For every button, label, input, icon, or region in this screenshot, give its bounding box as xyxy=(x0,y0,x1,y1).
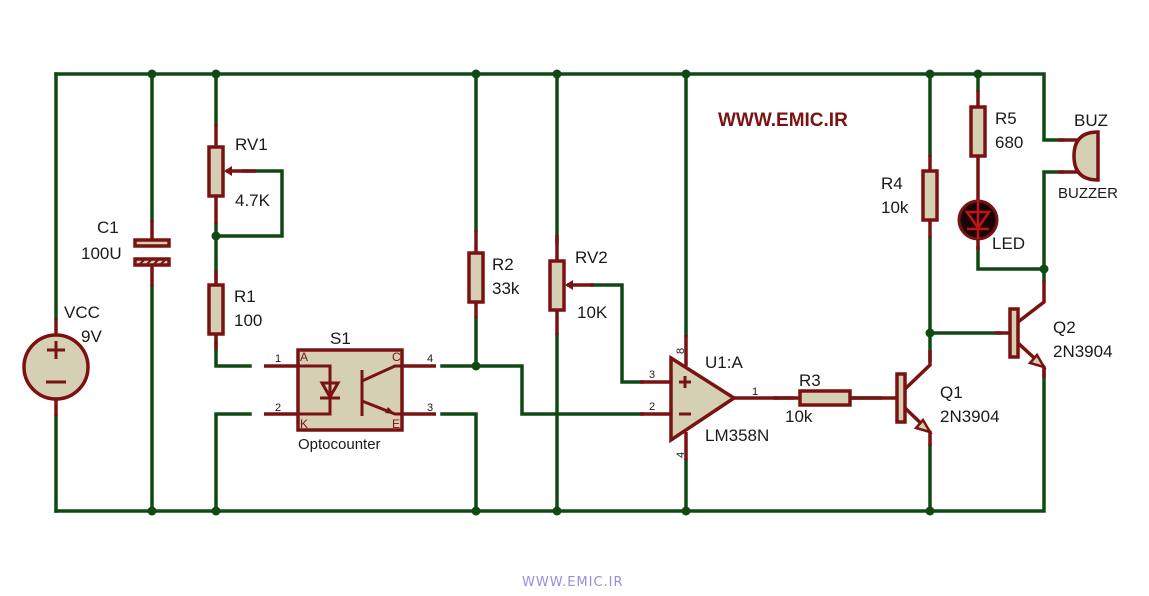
junction-dot xyxy=(147,69,157,79)
junction-dot xyxy=(925,69,935,79)
junction-dot xyxy=(471,69,481,79)
vcc-source[interactable]: VCC 9V xyxy=(22,303,102,416)
wires xyxy=(54,72,1064,513)
r3-ref-label: R3 xyxy=(799,371,821,390)
r3-value-label: 10k xyxy=(785,407,813,426)
potentiometer-rv2[interactable]: RV2 10K xyxy=(548,235,608,335)
junction-dot xyxy=(211,231,221,241)
r1-ref-label: R1 xyxy=(234,287,256,306)
buzzer-value-label: BUZZER xyxy=(1058,185,1118,202)
junction-dot xyxy=(211,506,221,516)
rv1-ref-label: RV1 xyxy=(235,135,268,154)
plus-sign xyxy=(47,341,65,359)
buzzer-ref-label: BUZ xyxy=(1074,111,1108,130)
s1-ref-label: S1 xyxy=(330,329,351,348)
r1-value-label: 100 xyxy=(234,311,262,330)
junction-dot xyxy=(471,361,481,371)
rv1-value-label: 4.7K xyxy=(235,191,271,210)
potentiometer-rv1[interactable]: RV1 4.7K xyxy=(207,124,271,224)
junction-dot xyxy=(925,506,935,516)
brand-watermark: WWW.EMIC.IR xyxy=(718,110,848,131)
s1-pin1-label: 1 xyxy=(275,353,281,365)
r2-value-label: 33k xyxy=(492,279,520,298)
buzzer-return-wire xyxy=(1042,170,1064,271)
junction-dot xyxy=(1039,264,1049,274)
capacitor-c1[interactable]: C1 100U xyxy=(81,218,171,286)
junction-dot xyxy=(925,328,935,338)
r5-value-label: 680 xyxy=(995,133,1023,152)
top-rail-wire xyxy=(54,72,1064,142)
u1-ref-label: U1:A xyxy=(705,353,743,372)
optocoupler-s1[interactable]: 1 2 4 3 A K C E S1 Optocounter xyxy=(264,329,436,453)
transistor-q2[interactable]: Q2 2N3904 xyxy=(995,280,1113,378)
u1-pin1-label: 1 xyxy=(752,386,758,398)
r5-ref-label: R5 xyxy=(995,109,1017,128)
c1-value-label: 100U xyxy=(81,244,122,263)
r4-value-label: 10k xyxy=(881,198,909,217)
q2-value-label: 2N3904 xyxy=(1053,342,1113,361)
resistor-r5[interactable]: R5 680 xyxy=(969,90,1023,200)
u1-value-label: LM358N xyxy=(705,426,769,445)
rv2-value-label: 10K xyxy=(577,303,608,322)
resistor-r2[interactable]: R2 33k xyxy=(467,230,520,318)
battery-icon xyxy=(22,333,90,401)
junction-dot xyxy=(681,506,691,516)
junction-dot xyxy=(973,69,983,79)
s1-pin3-label: 3 xyxy=(427,402,433,414)
u1-pin3-label: 3 xyxy=(649,369,655,381)
rv1-wiper-wire xyxy=(214,169,284,238)
opto-k-wire xyxy=(214,412,252,513)
s1-pin-a-label: A xyxy=(300,350,308,364)
s1-pin-k-label: K xyxy=(300,417,308,431)
resistor-r1[interactable]: R1 100 xyxy=(207,270,262,350)
resistor-r4[interactable]: R4 10k xyxy=(881,155,939,238)
junction-dot xyxy=(147,506,157,516)
q1-ref-label: Q1 xyxy=(940,383,963,402)
led-d1[interactable]: LED xyxy=(957,199,1025,253)
s1-pin4-label: 4 xyxy=(427,353,433,365)
u1-pin8-label: 8 xyxy=(675,348,687,354)
s1-pin-c-label: C xyxy=(392,350,401,364)
r4-ref-label: R4 xyxy=(881,174,903,193)
s1-pin-e-label: E xyxy=(392,417,400,431)
led-return-wire xyxy=(976,246,1046,282)
junction-dot xyxy=(552,69,562,79)
u1-pin2-label: 2 xyxy=(649,401,655,413)
vcc-ref-label: VCC xyxy=(64,303,100,322)
junction-dot xyxy=(552,506,562,516)
opamp-u1a[interactable]: 3 2 1 8 4 U1:A LM358N xyxy=(640,335,777,460)
u1-pin4-label: 4 xyxy=(675,452,687,458)
bottom-rail-wire xyxy=(54,368,1046,513)
opto-c-wire xyxy=(440,364,644,416)
buzzer[interactable]: BUZ BUZZER xyxy=(1058,111,1118,202)
q1-value-label: 2N3904 xyxy=(940,407,1000,426)
rv2-ref-label: RV2 xyxy=(575,248,608,267)
footer-watermark: WWW.EMIC.IR xyxy=(522,575,624,590)
transistor-q1[interactable]: Q1 2N3904 xyxy=(875,350,1000,446)
r2-ref-label: R2 xyxy=(492,255,514,274)
junction-dot xyxy=(471,506,481,516)
junction-dot xyxy=(681,69,691,79)
opto-e-wire xyxy=(440,412,478,513)
rv2-wiper-wire xyxy=(590,283,644,384)
junctions xyxy=(147,69,1049,516)
junction-dot xyxy=(211,69,221,79)
q2-ref-label: Q2 xyxy=(1053,318,1076,337)
s1-value-label: Optocounter xyxy=(298,436,381,453)
led-ref-label: LED xyxy=(992,234,1025,253)
resistor-r3[interactable]: R3 10k xyxy=(775,371,875,426)
s1-pin2-label: 2 xyxy=(275,402,281,414)
c1-ref-label: C1 xyxy=(97,218,119,237)
vcc-value-label: 9V xyxy=(81,327,102,346)
